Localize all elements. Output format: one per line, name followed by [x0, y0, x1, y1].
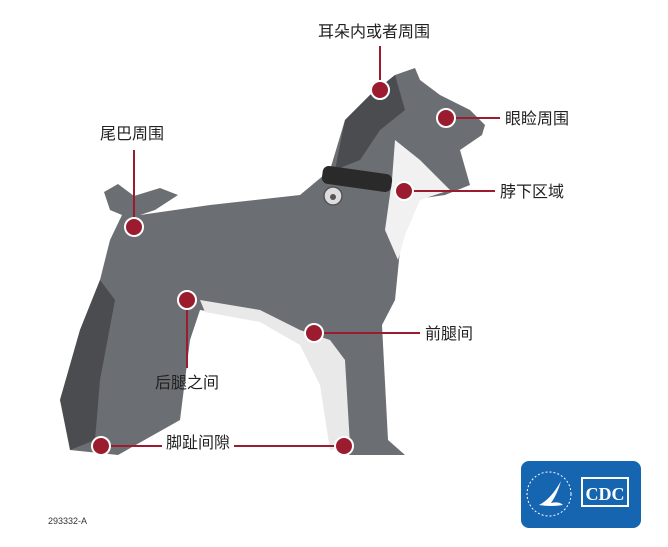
label-neck: 脖下区域	[500, 182, 565, 201]
dog-dark-fur	[60, 75, 405, 450]
figure-code: 293332-A	[48, 516, 88, 526]
cdc-logo: CDC	[521, 461, 641, 528]
marker-toes-hind	[91, 436, 111, 456]
marker-ear	[370, 80, 390, 100]
label-eyelid: 眼睑周围	[505, 109, 570, 128]
label-front-legs: 前腿间	[425, 324, 474, 343]
label-ear: 耳朵内或者周围	[318, 22, 431, 41]
marker-toes-front	[334, 436, 354, 456]
collar	[321, 165, 393, 193]
paw-print-icon	[330, 194, 336, 200]
marker-eyelid	[436, 108, 456, 128]
hhs-eagle-icon	[526, 471, 572, 517]
marker-front-legs	[304, 323, 324, 343]
marker-hind-legs	[177, 290, 197, 310]
marker-tail	[124, 217, 144, 237]
label-toes: 脚趾间隙	[162, 433, 235, 453]
dog-chest-fur	[385, 140, 450, 260]
cdc-logo-text: CDC	[581, 477, 629, 507]
label-hind-legs: 后腿之间	[155, 373, 220, 392]
dog-body	[60, 68, 485, 455]
check-markers	[91, 80, 456, 456]
label-tail: 尾巴周围	[100, 124, 165, 143]
marker-neck	[394, 181, 414, 201]
